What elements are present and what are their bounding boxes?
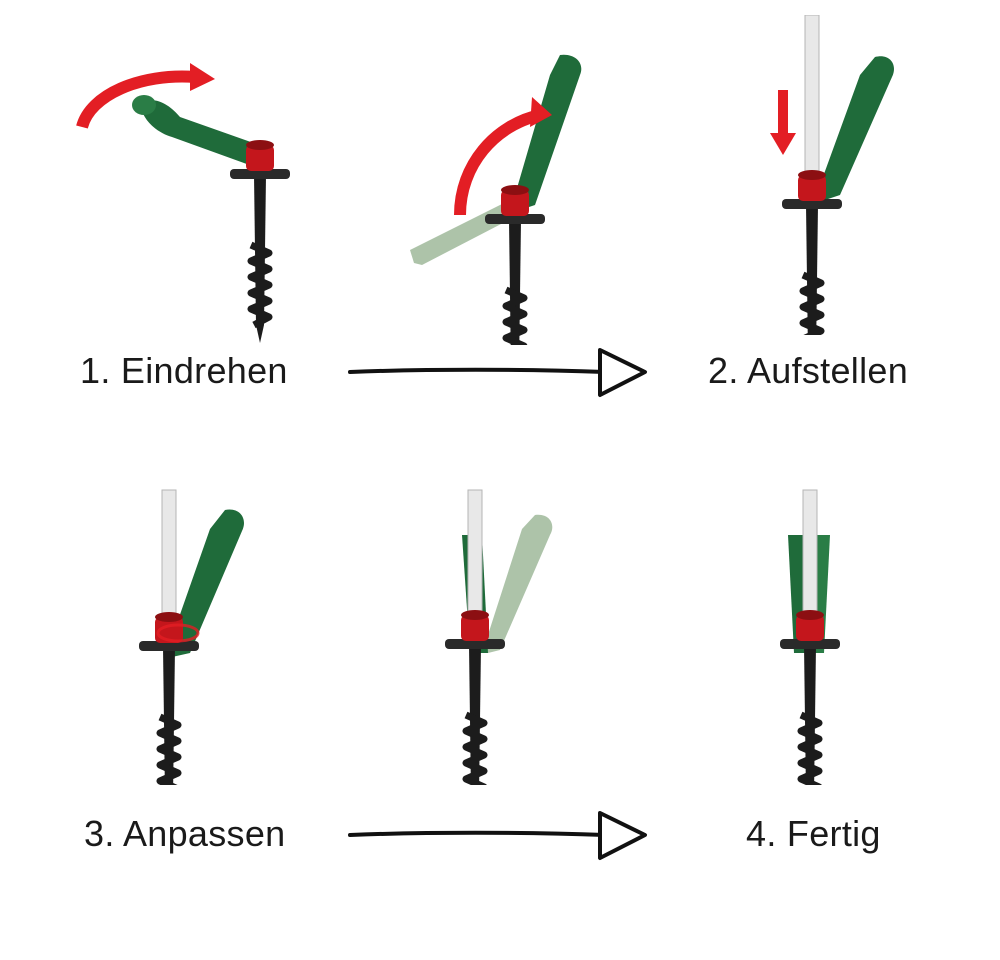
step1b-figure — [410, 54, 582, 345]
curved-rotate-arrow-icon — [76, 63, 215, 129]
step1-figure — [76, 63, 320, 345]
right-arrow-icon — [348, 348, 647, 397]
step3b-figure — [430, 489, 553, 785]
step-label-1: 1. Eindrehen — [80, 350, 288, 391]
step-label-4: 4. Fertig — [746, 813, 881, 854]
step4-figure — [760, 489, 880, 785]
down-arrow-icon — [770, 90, 796, 155]
step3-figure — [110, 489, 245, 785]
step2-figure — [770, 15, 895, 335]
step-label-3: 3. Anpassen — [84, 813, 286, 854]
step-label-2: 2. Aufstellen — [708, 350, 909, 391]
curved-rotate-arrow-icon — [454, 97, 552, 216]
right-arrow-icon — [348, 811, 647, 860]
